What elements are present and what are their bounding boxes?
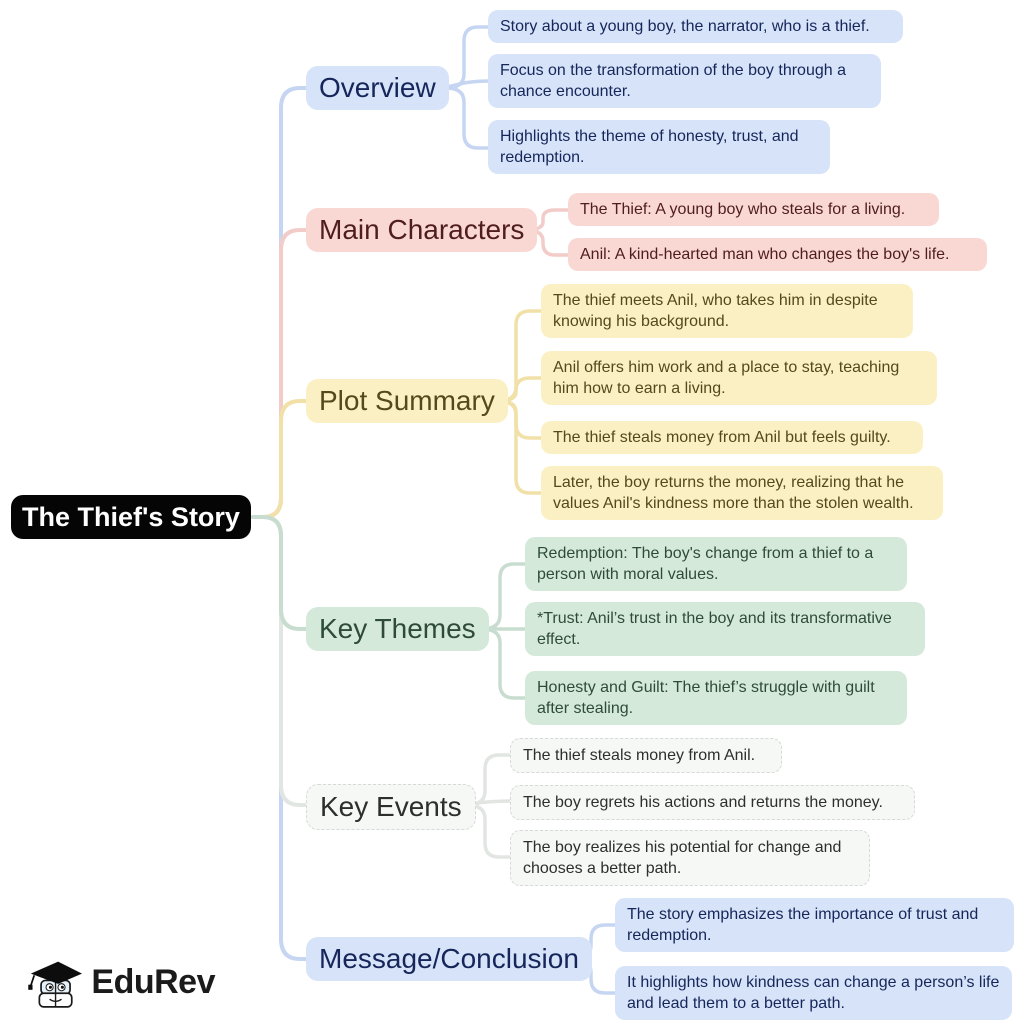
connector-root-key-themes	[251, 515, 310, 631]
leaf-message-1: The story emphasizes the importance of t…	[615, 898, 1014, 952]
leaf-themes-3: Honesty and Guilt: The thief’s struggle …	[525, 671, 907, 725]
branch-overview: Overview	[306, 66, 449, 110]
leaf-themes-2: *Trust: Anil’s trust in the boy and its …	[525, 602, 925, 656]
connector-root-plot-summary	[251, 399, 310, 519]
branch-main-characters: Main Characters	[306, 208, 538, 252]
branch-key-themes: Key Themes	[306, 607, 489, 651]
leaf-plot-3: The thief steals money from Anil but fee…	[541, 421, 923, 454]
leaf-themes-1: Redemption: The boy's change from a thie…	[525, 537, 907, 591]
connector-themes-leaf-3	[472, 627, 529, 700]
branch-message-conclusion: Message/Conclusion	[306, 937, 592, 981]
leaf-overview-2: Focus on the transformation of the boy t…	[488, 54, 881, 108]
leaf-overview-3: Highlights the theme of honesty, trust, …	[488, 120, 830, 174]
leaf-overview-1: Story about a young boy, the narrator, w…	[488, 10, 903, 43]
leaf-main-1: The Thief: A young boy who steals for a …	[568, 193, 939, 226]
leaf-plot-1: The thief meets Anil, who takes him in d…	[541, 284, 913, 338]
branch-key-events: Key Events	[306, 784, 476, 830]
leaf-plot-2: Anil offers him work and a place to stay…	[541, 351, 937, 405]
edurev-logo-text: EduRev	[91, 963, 215, 1001]
edurev-logo: EduRev	[10, 943, 215, 1022]
leaf-message-2: It highlights how kindness can change a …	[615, 966, 1012, 1020]
connector-overview-leaf-3	[436, 86, 492, 150]
leaf-events-3: The boy realizes his potential for chang…	[510, 830, 870, 886]
leaf-events-2: The boy regrets his actions and returns …	[510, 785, 915, 820]
leaf-main-2: Anil: A kind-hearted man who changes the…	[568, 238, 987, 271]
leaf-plot-4: Later, the boy returns the money, realiz…	[541, 466, 943, 520]
leaf-events-1: The thief steals money from Anil.	[510, 738, 782, 773]
branch-plot-summary: Plot Summary	[306, 379, 508, 423]
root-node: The Thief's Story	[11, 495, 251, 539]
edurev-mascot-icon	[28, 961, 82, 1008]
